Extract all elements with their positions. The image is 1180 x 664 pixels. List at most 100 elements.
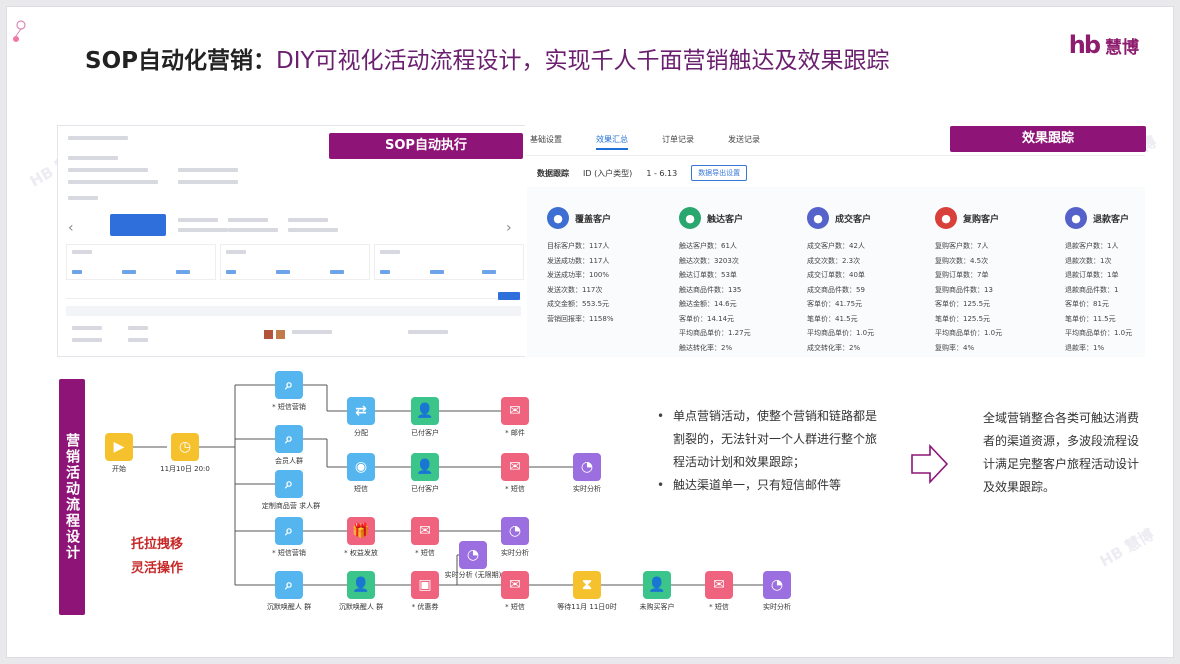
metric-row: 退款订单数：1单	[1065, 271, 1119, 279]
tracking-tabs: 基础设置 效果汇总 订单记录 发送记录	[530, 134, 760, 150]
corner-decoration-icon	[13, 20, 26, 42]
metric-row: 触达金额：14.6元	[679, 300, 737, 308]
sms-node-mail-icon[interactable]: ✉	[411, 517, 439, 545]
branch-1-step-3-label: * 邮件	[505, 429, 525, 437]
trigger-3-label: 定制商品营 求人群	[261, 502, 321, 510]
analysis-node-chart-icon[interactable]: ◔	[573, 453, 601, 481]
metric-row: 复购率：4%	[935, 343, 975, 352]
metric-row: 发送成功率：100%	[547, 271, 610, 279]
metric-column-title: 触达客户	[707, 214, 744, 225]
metric-row: 成交订单数：40单	[807, 271, 865, 279]
customer-node-user-icon[interactable]: 👤	[411, 453, 439, 481]
sms-node-mail-icon[interactable]: ✉	[501, 571, 529, 599]
trigger-4-label: * 短信营销	[272, 549, 306, 557]
filter-value[interactable]: ID (入户类型)	[583, 168, 633, 178]
pain-points-list: 单点营销活动，使整个营销和链路都是割裂的，无法针对一个人群进行整个旅程活动计划和…	[657, 405, 887, 497]
watermark: HB 慧博	[1096, 525, 1158, 571]
chevron-left-icon[interactable]: ‹	[68, 220, 74, 236]
coupon-node-ticket-icon[interactable]: ▣	[411, 571, 439, 599]
metric-row: 触达订单数：53单	[679, 271, 737, 279]
page-title: SOP自动化营销：DIY可视化活动流程设计，实现千人千面营销触达及效果跟踪	[85, 41, 890, 75]
analysis-node-chart-icon[interactable]: ◔	[763, 571, 791, 599]
trigger-node-3-search-icon[interactable]: ⌕	[275, 470, 303, 498]
drag-hint-line-2: 灵活操作	[131, 561, 184, 576]
user-avatar-icon: ●	[1065, 207, 1087, 229]
customer-node-user-icon[interactable]: 👤	[643, 571, 671, 599]
metric-row: 成交次数：2.3次	[807, 256, 861, 265]
trigger-node-5-search-icon[interactable]: ⌕	[275, 571, 303, 599]
metric-row: 发送成功数：117人	[547, 256, 610, 265]
branch-2-step-2-label: 已付客户	[411, 485, 439, 493]
metric-column-header: ●退款客户	[1065, 207, 1180, 229]
branch-5-step-1-label: 沉默唤醒人 群	[338, 603, 384, 611]
metric-row: 笔单价：11.5元	[1065, 314, 1116, 323]
metric-row: 平均商品单价：1.0元	[1065, 329, 1133, 337]
branch-4-step-1-label: * 权益发放	[344, 549, 378, 557]
metric-row: 笔单价：125.5元	[935, 314, 991, 323]
metric-column: ●覆盖客户目标客户数：117人发送成功数：117人发送成功率：100%发送次数：…	[547, 207, 667, 326]
tab-effect-summary[interactable]: 效果汇总	[596, 134, 628, 150]
branch-4-step-2-label: * 短信	[415, 549, 435, 557]
trigger-node-2-search-icon[interactable]: ⌕	[275, 425, 303, 453]
metric-column: ●成交客户成交客户数：42人成交次数：2.3次成交订单数：40单成交商品件数：5…	[807, 207, 927, 355]
selected-step-card[interactable]	[110, 214, 166, 236]
metric-row: 复购订单数：7单	[935, 271, 989, 279]
metric-column-title: 覆盖客户	[575, 214, 612, 225]
drag-hint-line-1: 托拉拽移	[131, 537, 184, 552]
branch-2-step-3-label: * 短信	[505, 485, 525, 493]
tab-send-records[interactable]: 发送记录	[728, 135, 760, 144]
sms-node-message-icon[interactable]: ◉	[347, 453, 375, 481]
branch-5-step-7-label: 实时分析	[763, 603, 791, 611]
timer-node-clock-icon[interactable]: ◷	[171, 433, 199, 461]
logo-name: 慧博	[1105, 37, 1139, 58]
metric-column-header: ●复购客户	[935, 207, 1055, 229]
filter-label: 数据跟踪	[537, 168, 569, 178]
metric-row: 客单价：14.14元	[679, 314, 735, 323]
export-settings-button[interactable]: 数据导出设置	[691, 165, 748, 181]
pain-point-item: 触达渠道单一，只有短信邮件等	[657, 474, 887, 497]
sms-node-mail-icon[interactable]: ✉	[705, 571, 733, 599]
metric-row: 发送次数：117次	[547, 285, 603, 294]
metric-row: 平均商品单价：1.27元	[679, 329, 751, 337]
user-avatar-icon: ●	[679, 207, 701, 229]
tab-basic-settings[interactable]: 基础设置	[530, 135, 562, 144]
title-main: SOP自动化营销：	[85, 48, 276, 74]
trigger-5-label: 沉默唤醒人 群	[266, 603, 312, 611]
branch-2-step-1-label: 短信	[354, 485, 368, 493]
start-label: 开始	[112, 465, 126, 473]
metric-row: 客单价：41.75元	[807, 300, 863, 308]
metric-row: 触达客户数：61人	[679, 242, 737, 250]
start-node-play-icon[interactable]: ▶	[105, 433, 133, 461]
branch-1-step-1-label: 分配	[354, 429, 368, 437]
sms-node-mail-icon[interactable]: ✉	[501, 453, 529, 481]
branch-5-step-3-label: * 短信	[505, 603, 525, 611]
metric-row: 客单价：125.5元	[935, 300, 991, 308]
wait-node-hourglass-icon[interactable]: ⧗	[573, 571, 601, 599]
branch-5-step-6-label: * 短信	[709, 603, 729, 611]
user-avatar-icon: ●	[547, 207, 569, 229]
metric-column-header: ●成交客户	[807, 207, 927, 229]
audience-node-user-icon[interactable]: 👤	[347, 571, 375, 599]
email-node-mail-icon[interactable]: ✉	[501, 397, 529, 425]
split-node-icon[interactable]: ⇄	[347, 397, 375, 425]
effect-track-badge: 效果跟踪	[950, 126, 1146, 152]
extra-node-label: 实时分析 (无限期)	[444, 571, 502, 579]
metric-column-header: ● 触达客户	[679, 207, 799, 229]
search-button[interactable]	[498, 292, 520, 300]
chevron-right-icon[interactable]: ›	[506, 220, 512, 236]
flow-design-badge: 营销活动流程设计	[59, 379, 85, 615]
trigger-node-1-search-icon[interactable]: ⌕	[275, 371, 303, 399]
analysis-node-chart-icon[interactable]: ◔	[501, 517, 529, 545]
metric-column-title: 成交客户	[835, 214, 872, 225]
customer-node-user-icon[interactable]: 👤	[411, 397, 439, 425]
metric-row: 触达次数：3203次	[679, 256, 739, 265]
metric-row: 平均商品单价：1.0元	[807, 329, 875, 337]
realtime-analysis-node-chart-icon[interactable]: ◔	[459, 541, 487, 569]
benefit-node-gift-icon[interactable]: 🎁	[347, 517, 375, 545]
trigger-node-4-search-icon[interactable]: ⌕	[275, 517, 303, 545]
metric-row: 客单价：81元	[1065, 300, 1109, 308]
metric-row: 平均商品单价：1.0元	[935, 329, 1003, 337]
tab-order-records[interactable]: 订单记录	[662, 135, 694, 144]
slide: SOP自动化营销：DIY可视化活动流程设计，实现千人千面营销触达及效果跟踪 hb…	[6, 6, 1174, 658]
solution-summary: 全域营销整合各类可触达消费者的渠道资源，多波段流程设计满足完整客户旅程活动设计及…	[983, 411, 1140, 494]
